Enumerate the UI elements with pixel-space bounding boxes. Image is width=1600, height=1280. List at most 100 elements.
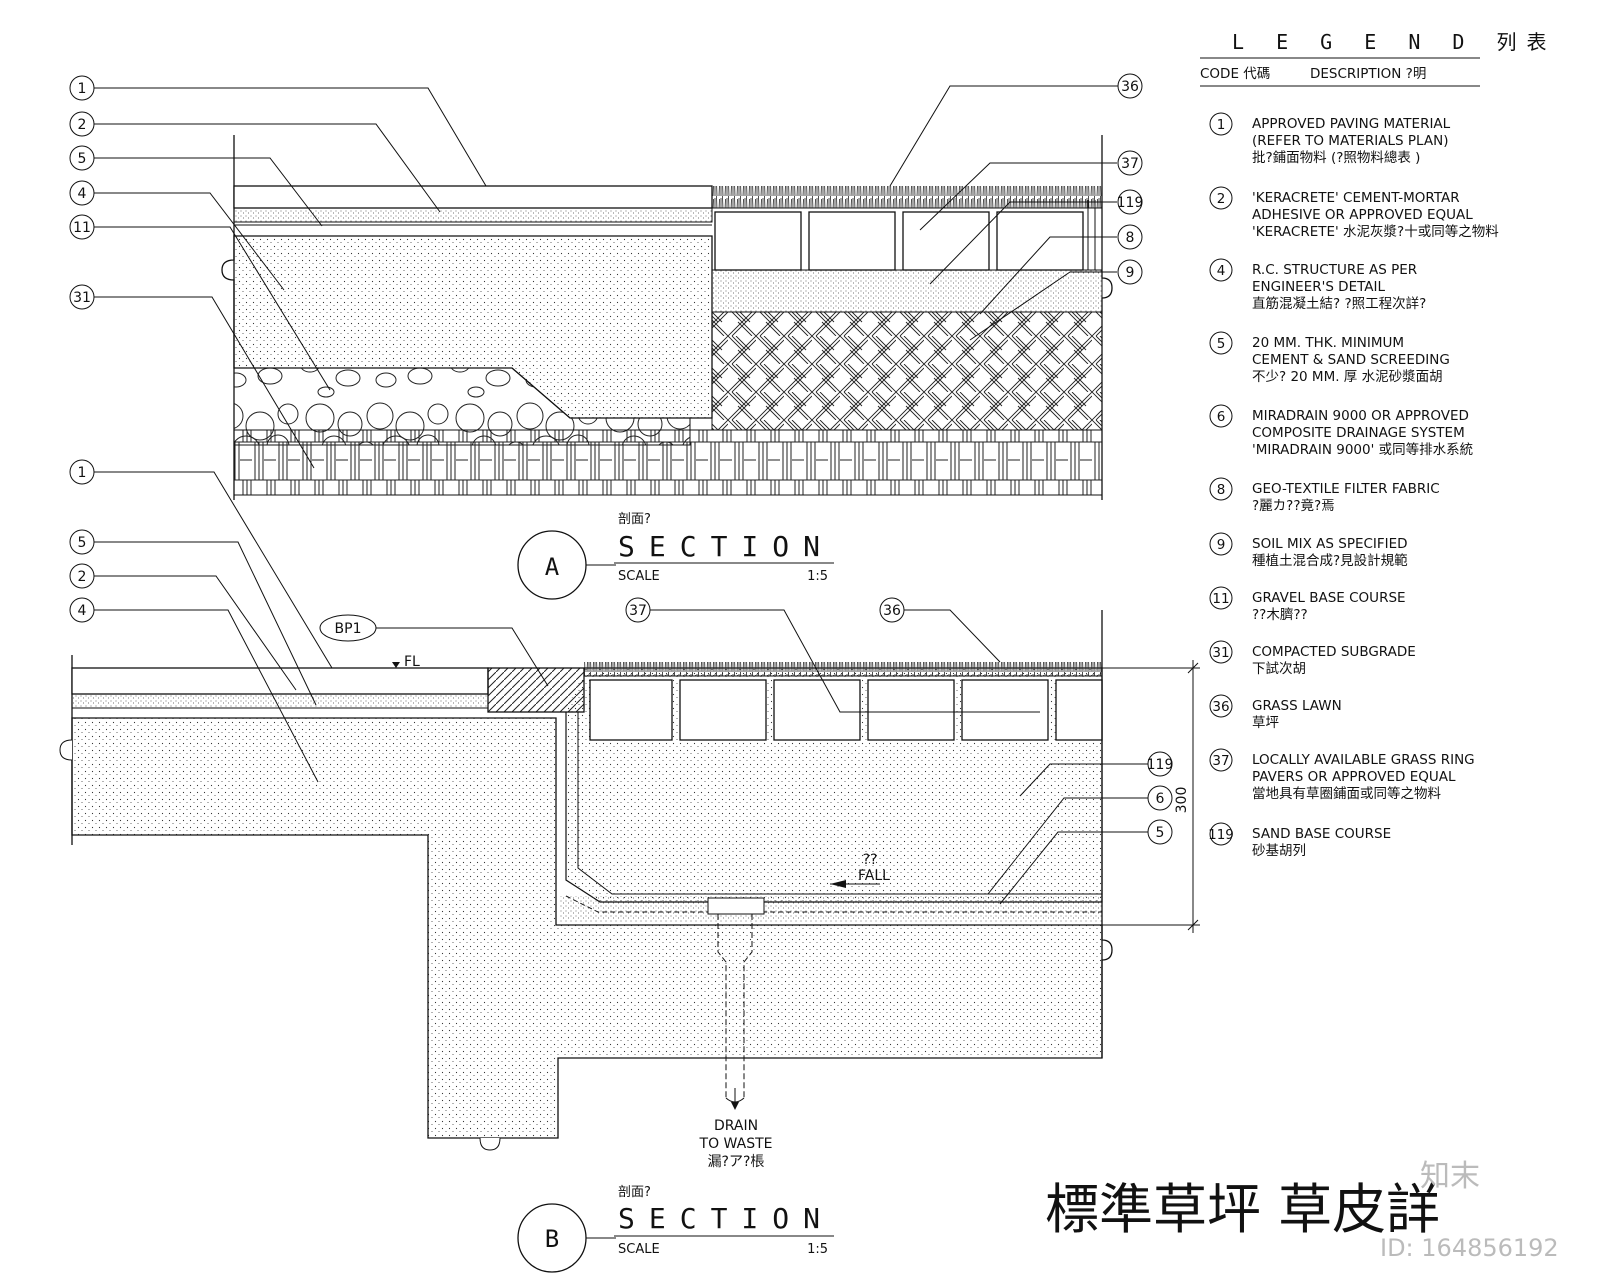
legend-description-line: 砂基胡列 bbox=[1252, 842, 1306, 859]
legend-description-line: 下試次胡 bbox=[1252, 661, 1306, 677]
section-b-scale-label: SCALE bbox=[618, 1242, 660, 1257]
callout-bubble: 5 bbox=[69, 529, 95, 555]
legend-code-bubble bbox=[1209, 748, 1233, 772]
legend-description-line: ?麗カ??竟?焉 bbox=[1252, 498, 1335, 514]
legend-code-bubble bbox=[1209, 331, 1233, 355]
fl-label: FL bbox=[404, 654, 420, 670]
legend-description-line: CEMENT & SAND SCREEDING bbox=[1252, 352, 1450, 368]
section-b-scale: 1:5 bbox=[807, 1242, 828, 1257]
section-b-leaders bbox=[94, 471, 1148, 905]
legend-description-line: COMPOSITE DRAINAGE SYSTEM bbox=[1252, 425, 1465, 441]
callout-bubble: 4 bbox=[69, 597, 95, 623]
svg-text:4: 4 bbox=[78, 603, 87, 619]
svg-text:11: 11 bbox=[73, 220, 91, 236]
svg-text:31: 31 bbox=[73, 290, 91, 306]
section-a-leaders bbox=[94, 85, 1118, 469]
svg-text:119: 119 bbox=[1117, 195, 1144, 211]
svg-text:36: 36 bbox=[883, 603, 901, 619]
legend-code-bubble bbox=[1209, 822, 1233, 846]
bp1-tag: BP1 bbox=[319, 614, 377, 642]
svg-text:5: 5 bbox=[1156, 825, 1165, 841]
callout-bubble: 11 bbox=[69, 214, 95, 240]
legend-description-line: GRASS LAWN bbox=[1252, 698, 1342, 714]
callout-bubble: 31 bbox=[69, 284, 95, 310]
section-b-title: B 剖面? SECTION SCALE 1:5 bbox=[517, 1185, 834, 1273]
legend-description-line: GRAVEL BASE COURSE bbox=[1252, 590, 1406, 606]
legend-code: 119 bbox=[1208, 827, 1234, 843]
drawing-title: 標準草坪 草皮詳 bbox=[1045, 1178, 1440, 1241]
callout-bubble: 37 bbox=[1117, 150, 1143, 176]
section-a-callouts: 1 2 5 4 11 31 36 37 119 8 9 bbox=[69, 73, 1144, 310]
legend-code: 6 bbox=[1217, 409, 1226, 425]
legend-description-line: 種植土混合成?見設計規範 bbox=[1252, 553, 1408, 569]
legend-code-bubble bbox=[1209, 532, 1233, 556]
svg-text:2: 2 bbox=[78, 569, 87, 585]
legend-description-line: 'MIRADRAIN 9000' 或同等排水系統 bbox=[1252, 441, 1473, 458]
legend-code: 37 bbox=[1212, 753, 1229, 769]
legend-description-line: ??木臍?? bbox=[1252, 607, 1308, 623]
legend-code-bubble bbox=[1209, 586, 1233, 610]
svg-text:4: 4 bbox=[78, 186, 87, 202]
svg-text:BP1: BP1 bbox=[335, 621, 362, 637]
drain-label-2: TO WASTE bbox=[699, 1136, 773, 1152]
legend-code-bubble bbox=[1209, 640, 1233, 664]
callout-bubble: 9 bbox=[1117, 259, 1143, 285]
legend-description-line: (REFER TO MATERIALS PLAN) bbox=[1252, 133, 1448, 149]
callout-bubble: 2 bbox=[69, 563, 95, 589]
legend-description-line: GEO-TEXTILE FILTER FABRIC bbox=[1252, 481, 1440, 497]
callout-bubble: 2 bbox=[69, 111, 95, 137]
legend-code: 36 bbox=[1212, 699, 1229, 715]
section-b-cn: 剖面? bbox=[618, 1185, 651, 1200]
legend-description-line: 當地具有草圈鋪面或同等之物料 bbox=[1252, 785, 1441, 802]
legend-description-line: APPROVED PAVING MATERIAL bbox=[1252, 116, 1451, 132]
fall-cn: ?? bbox=[863, 852, 878, 868]
legend-description-line: 'KERACRETE' CEMENT-MORTAR bbox=[1252, 190, 1460, 206]
legend-code: 11 bbox=[1212, 591, 1229, 607]
drain-label-3: 漏?ア?棖 bbox=[708, 1154, 765, 1170]
callout-bubble: 4 bbox=[69, 180, 95, 206]
legend-description-line: SOIL MIX AS SPECIFIED bbox=[1252, 536, 1408, 552]
watermark-logo: 知末 bbox=[1420, 1159, 1480, 1194]
section-a-scale-label: SCALE bbox=[618, 569, 660, 584]
svg-text:1: 1 bbox=[78, 81, 87, 97]
section-a-word: SECTION bbox=[618, 530, 834, 563]
section-a-drawing bbox=[221, 135, 1113, 500]
section-a-scale: 1:5 bbox=[807, 569, 828, 584]
legend-description-line: 'KERACRETE' 水泥灰漿?十或同等之物料 bbox=[1252, 223, 1499, 240]
section-a-mark: A bbox=[545, 553, 560, 581]
legend-description-line: 批?鋪面物料 (?照物料總表 ) bbox=[1252, 149, 1420, 166]
dimension-300: 300 bbox=[1174, 787, 1190, 814]
svg-text:119: 119 bbox=[1147, 757, 1174, 773]
legend-code-header: CODE 代碼 bbox=[1200, 66, 1270, 82]
svg-text:1: 1 bbox=[78, 465, 87, 481]
section-b-mark: B bbox=[545, 1225, 559, 1253]
callout-bubble: 36 bbox=[879, 597, 905, 623]
legend-code-bubble bbox=[1209, 694, 1233, 718]
svg-text:36: 36 bbox=[1121, 79, 1139, 95]
legend-description-line: PAVERS OR APPROVED EQUAL bbox=[1252, 769, 1456, 785]
legend-description-line: 直筋混凝土結? ?照工程次詳? bbox=[1252, 295, 1426, 312]
callout-bubble: 5 bbox=[1147, 819, 1173, 845]
callout-bubble: 8 bbox=[1117, 224, 1143, 250]
legend-description-line: ADHESIVE OR APPROVED EQUAL bbox=[1252, 207, 1473, 223]
legend-description-line: ENGINEER'S DETAIL bbox=[1252, 279, 1386, 295]
svg-text:8: 8 bbox=[1126, 230, 1135, 246]
callout-bubble: 5 bbox=[69, 145, 95, 171]
legend-item: 11 GRAVEL BASE COURSE??木臍?? bbox=[1209, 586, 1406, 623]
callout-bubble: 6 bbox=[1147, 785, 1173, 811]
legend-description-line: MIRADRAIN 9000 OR APPROVED bbox=[1252, 408, 1469, 424]
callout-bubble: 36 bbox=[1117, 73, 1143, 99]
section-a-cn: 剖面? bbox=[618, 512, 651, 527]
section-a-title: A 剖面? SECTION SCALE 1:5 bbox=[517, 512, 834, 600]
svg-text:6: 6 bbox=[1156, 791, 1165, 807]
legend-code: 5 bbox=[1217, 336, 1226, 352]
legend-code: 9 bbox=[1217, 537, 1226, 553]
